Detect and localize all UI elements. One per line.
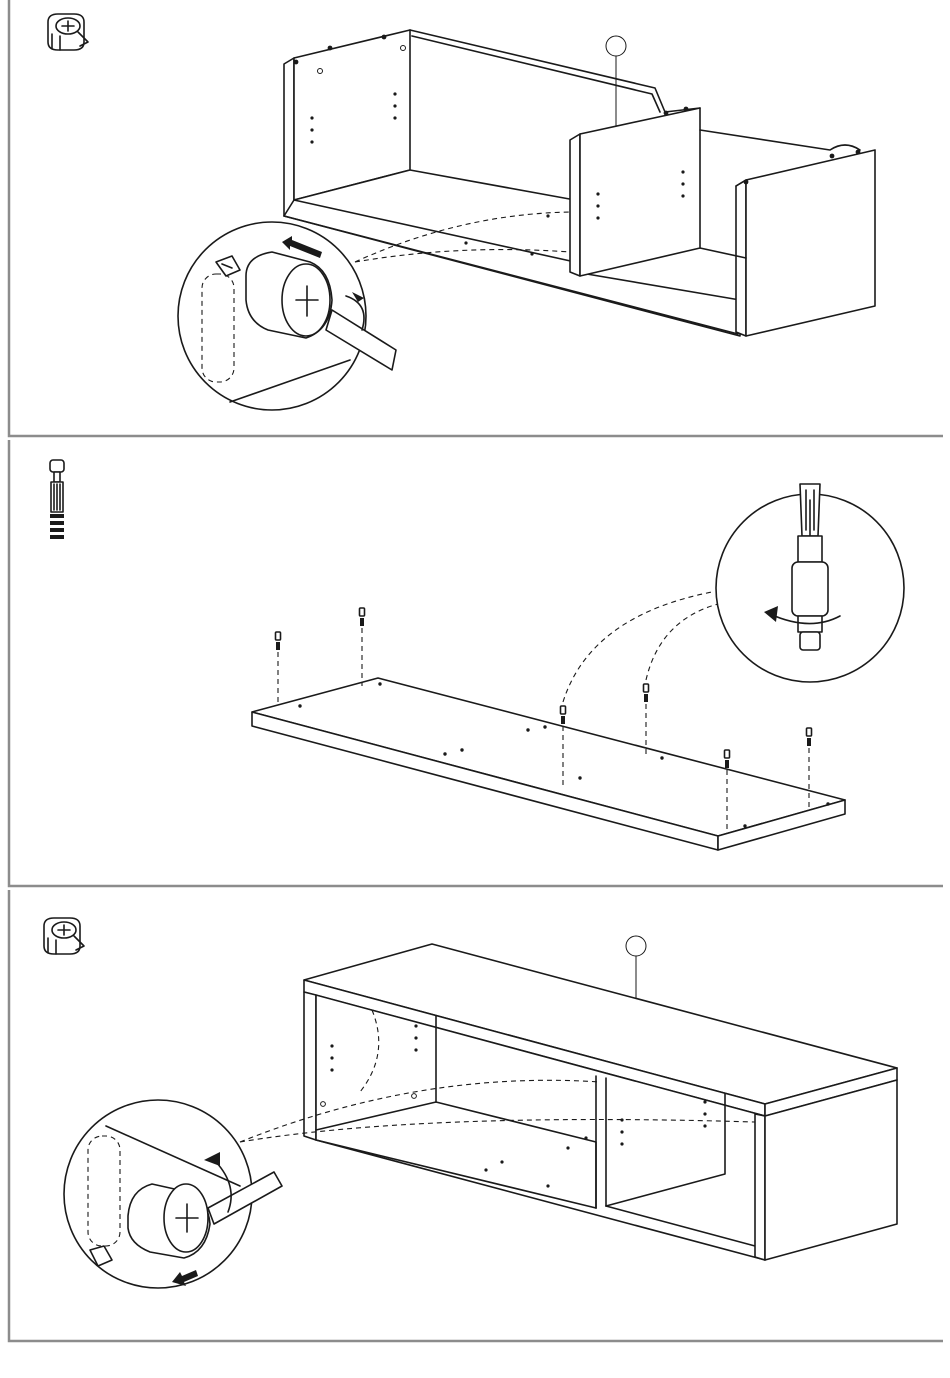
step-1-panel — [0, 0, 945, 440]
cam-bolt — [360, 608, 365, 686]
step-3-panel — [0, 890, 945, 1345]
cam-bolt-icon — [50, 460, 64, 539]
detail-leader — [563, 592, 712, 702]
cam-lock-under-top-detail — [64, 1100, 282, 1288]
step-2-panel — [0, 440, 945, 890]
step-3-drawing — [0, 890, 945, 1345]
cam-bolt-screw-detail — [716, 484, 904, 682]
shelf-panel — [252, 678, 845, 850]
step-1-drawing — [0, 0, 945, 440]
step-2-drawing — [0, 440, 945, 890]
cam-lock-icon — [48, 14, 88, 50]
cabinet-divider — [570, 108, 700, 276]
cam-bolt — [276, 632, 281, 704]
cam-lock-tighten-detail — [178, 222, 396, 410]
cam-lock-icon — [44, 918, 84, 954]
